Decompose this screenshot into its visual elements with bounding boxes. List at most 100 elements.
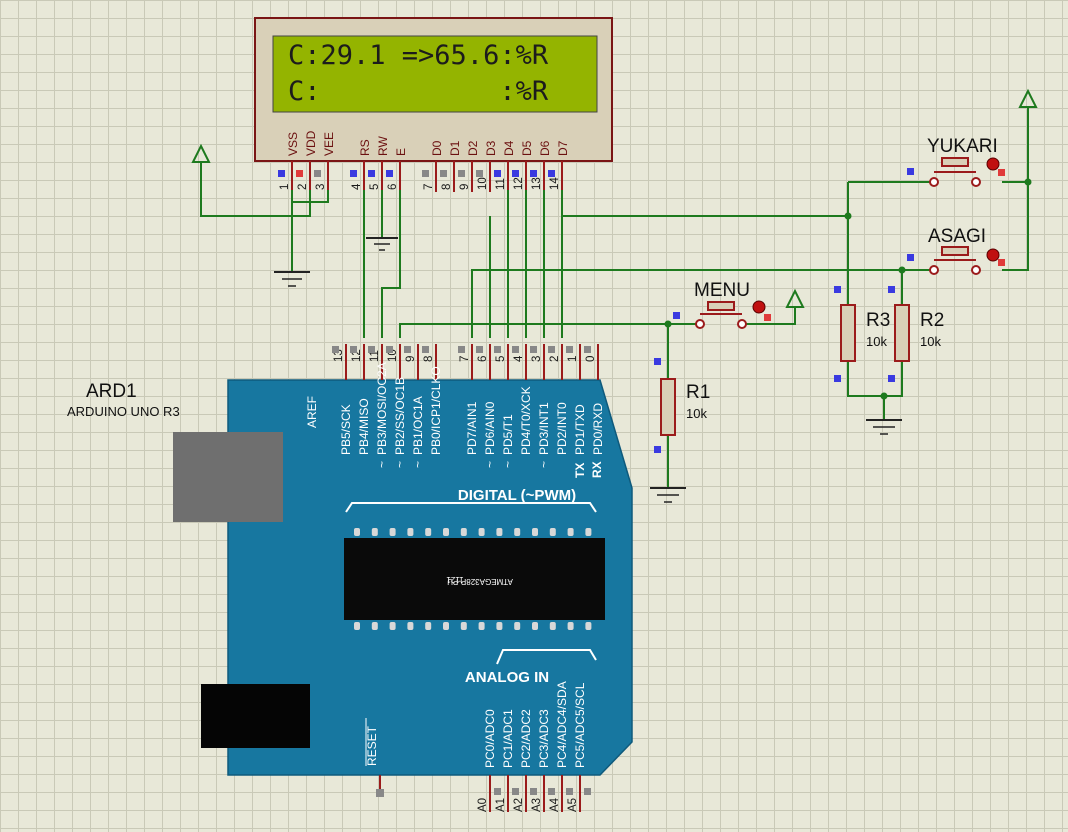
analog-pin-label: PC2/ADC2 xyxy=(519,709,533,768)
resistor-r3[interactable] xyxy=(834,286,856,382)
power-symbol-menu xyxy=(785,288,805,308)
button-menu[interactable] xyxy=(673,300,771,329)
digital-pin-label: PB1/OC1A xyxy=(411,396,425,455)
arduino-ref: ARD1 xyxy=(86,381,137,402)
digital-pin-label: PD5/T1 xyxy=(501,414,515,455)
resistor-r2-ref: R2 xyxy=(920,310,944,331)
digital-pin-label: PD2/INT0 xyxy=(555,402,569,455)
digital-pin-number: 1 xyxy=(567,356,579,362)
lcd-pin-label: D1 xyxy=(448,140,462,156)
pwm-mark: ~ xyxy=(393,461,407,468)
lcd-pin-label: VDD xyxy=(304,130,318,156)
usb-connector xyxy=(173,432,283,522)
lcd-module[interactable]: C:29.1 =>65.6:%R C: :%R VSS1VDD2VEE3RS4R… xyxy=(254,17,613,192)
analog-pin-label: PC5/ADC5/SCL xyxy=(573,682,587,768)
analog-pin-label: PC0/ADC0 xyxy=(483,709,497,768)
lcd-pin-marker xyxy=(494,170,501,177)
lcd-pin-marker xyxy=(278,170,285,177)
digital-pin-marker xyxy=(512,346,519,353)
lcd-pin-label: D6 xyxy=(538,140,552,156)
digital-pin-marker xyxy=(368,346,375,353)
ground-symbol-rw xyxy=(366,237,398,251)
chip-code: 1121 xyxy=(446,575,464,584)
pwm-mark: ~ xyxy=(537,461,551,468)
digital-pin-marker xyxy=(566,346,573,353)
resistor-r1[interactable] xyxy=(654,358,676,453)
lcd-pin-number: 10 xyxy=(477,177,489,190)
digital-pin-marker xyxy=(386,346,393,353)
power-jack xyxy=(201,684,310,748)
tx-label: TX xyxy=(573,463,587,478)
lcd-pin-marker xyxy=(314,170,321,177)
arduino-board[interactable]: ATMEGA328P-PU 1121 DIGITAL (~PWM) ANALOG… xyxy=(173,344,633,812)
lcd-pin-marker xyxy=(512,170,519,177)
digital-pin-label: PD6/AIN0 xyxy=(483,401,497,455)
lcd-pin-number: 14 xyxy=(549,177,561,190)
resistor-r1-value: 10k xyxy=(686,406,707,421)
resistor-r2[interactable] xyxy=(888,286,910,382)
lcd-pin-marker xyxy=(530,170,537,177)
digital-bracket xyxy=(345,502,597,513)
lcd-pin-label: VEE xyxy=(322,132,336,156)
digital-pin-label: PD3/INT1 xyxy=(537,402,551,455)
chip-label: ATMEGA328P-PU xyxy=(447,577,513,586)
lcd-pin-label: D4 xyxy=(502,140,516,156)
digital-pin-label: PB4/MISO xyxy=(357,398,371,455)
analog-header: ANALOG IN xyxy=(465,669,549,686)
lcd-pin-label: D7 xyxy=(556,140,570,156)
pwm-mark: ~ xyxy=(375,461,389,468)
analog-pin-marker xyxy=(530,788,537,795)
lcd-pin-number: 12 xyxy=(513,177,525,190)
digital-pin-number: 5 xyxy=(495,356,507,362)
digital-pin-number: 11 xyxy=(369,350,381,362)
digital-pin-label: PB2/SS/OC1B xyxy=(393,377,407,455)
ground-symbol-r2r3 xyxy=(866,419,902,435)
analog-bracket xyxy=(496,649,597,665)
analog-pin-marker xyxy=(494,788,501,795)
resistor-r1-ref: R1 xyxy=(686,382,710,403)
button-yukari[interactable] xyxy=(907,157,1005,187)
lcd-screen xyxy=(272,35,598,113)
wires xyxy=(200,107,1032,488)
digital-pin-marker xyxy=(494,346,501,353)
lcd-pin-number: 3 xyxy=(315,184,327,190)
digital-pin-marker xyxy=(530,346,537,353)
atmega-chip: ATMEGA328P-PU 1121 xyxy=(344,528,605,630)
analog-pin-number: A0 xyxy=(477,798,489,812)
lcd-pin-marker xyxy=(548,170,555,177)
analog-pin-number: A2 xyxy=(513,798,525,812)
button-asagi[interactable] xyxy=(907,246,1005,275)
rx-label: RX xyxy=(590,461,604,478)
lcd-pin-marker xyxy=(386,170,393,177)
lcd-pin-marker xyxy=(368,170,375,177)
pwm-mark: ~ xyxy=(483,461,497,468)
digital-pin-number: 7 xyxy=(459,356,471,362)
lcd-pin-number: 11 xyxy=(495,178,507,190)
lcd-pin-marker xyxy=(476,170,483,177)
digital-pin-label: PB5/SCK xyxy=(339,404,353,455)
button-yukari-label: YUKARI xyxy=(927,136,998,157)
lcd-pin-label: D3 xyxy=(484,140,498,156)
digital-pin-number: 0 xyxy=(585,356,597,362)
analog-pin-number: A5 xyxy=(567,798,579,812)
digital-header: DIGITAL (~PWM) xyxy=(458,487,576,504)
digital-pin-marker xyxy=(332,346,339,353)
digital-pin-marker xyxy=(548,346,555,353)
lcd-pin-marker xyxy=(422,170,429,177)
lcd-pin-number: 6 xyxy=(387,184,399,190)
digital-pin-label: PD7/AIN1 xyxy=(465,401,479,455)
lcd-pin-label: D0 xyxy=(430,140,444,156)
digital-pin-label: PD0/RXD xyxy=(591,403,605,455)
lcd-pin-label: E xyxy=(394,148,408,156)
lcd-line-1: C:29.1 =>65.6:%R xyxy=(288,40,549,71)
digital-pin-number: 8 xyxy=(423,356,435,362)
pwm-mark: ~ xyxy=(411,461,425,468)
analog-pin-number: A1 xyxy=(495,798,507,812)
analog-pin-marker xyxy=(548,788,555,795)
aref-label: AREF xyxy=(305,396,319,428)
resistor-r3-value: 10k xyxy=(866,334,887,349)
digital-pin-number: 3 xyxy=(531,356,543,362)
digital-pin-number: 9 xyxy=(405,356,417,362)
reset-pin xyxy=(376,775,384,797)
